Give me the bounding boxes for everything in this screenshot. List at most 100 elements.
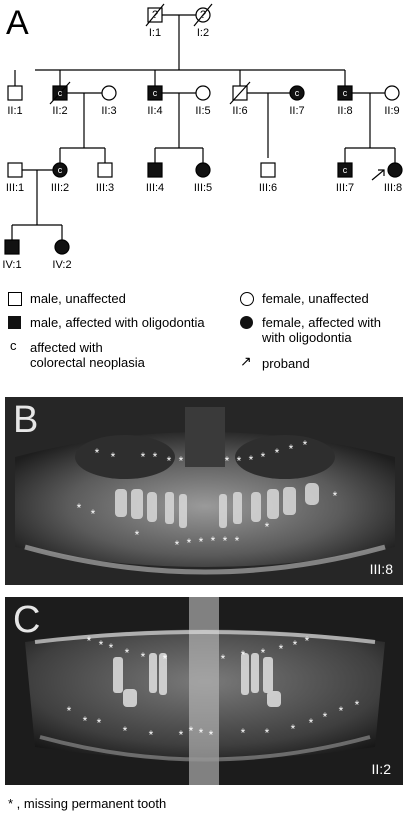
- label-II2: II:2: [52, 105, 67, 117]
- svg-text:*: *: [241, 648, 246, 662]
- svg-text:*: *: [323, 710, 328, 724]
- label-II6: II:6: [232, 105, 247, 117]
- svg-text:*: *: [333, 489, 338, 503]
- label-III6: III:6: [259, 182, 277, 194]
- c-mark-II8: c: [343, 88, 348, 98]
- pedigree-IV1-affected-male: [4, 239, 20, 255]
- pedigree-IV2-affected-female: [54, 239, 70, 255]
- pedigree-II1-male: [7, 85, 23, 101]
- label-IV1: IV:1: [2, 259, 21, 271]
- legend-proband-text: proband: [262, 356, 310, 371]
- proband-arrow: [371, 169, 385, 181]
- label-II3: II:3: [101, 105, 116, 117]
- label-I1: I:1: [149, 27, 161, 39]
- svg-text:*: *: [355, 698, 360, 712]
- label-II1: II:1: [7, 105, 22, 117]
- svg-text:*: *: [225, 454, 230, 468]
- xray-b-tag: III:8: [369, 561, 393, 577]
- svg-text:*: *: [111, 450, 116, 464]
- svg-text:*: *: [265, 520, 270, 534]
- svg-text:*: *: [221, 652, 226, 666]
- unknown-mark-I2: ?: [200, 9, 206, 21]
- c-mark-II7: c: [295, 88, 300, 98]
- xray-b-image: ** **** **** *** *** *** *** **: [5, 397, 403, 585]
- svg-text:*: *: [223, 534, 228, 548]
- label-III4: III:4: [146, 182, 164, 194]
- svg-text:*: *: [309, 716, 314, 730]
- label-II5: II:5: [195, 105, 210, 117]
- svg-text:*: *: [211, 534, 216, 548]
- legend-c-marker: c: [10, 338, 17, 353]
- xray-c-image: *** *** *** *** *** *** *** *** *** *: [5, 597, 403, 785]
- svg-text:*: *: [339, 704, 344, 718]
- footnote-missing-tooth: * , missing permanent tooth: [8, 796, 167, 811]
- xray-c-tag: II:2: [371, 761, 391, 777]
- legend-male-unaffected-symbol: [8, 292, 22, 306]
- pedigree-III3-male: [97, 162, 113, 178]
- pedigree-III1-male: [7, 162, 23, 178]
- svg-text:*: *: [179, 454, 184, 468]
- pedigree-II5-female: [195, 85, 211, 101]
- xray-panel-c: *** *** *** *** *** *** *** *** *** * C …: [5, 597, 403, 785]
- svg-text:*: *: [83, 714, 88, 728]
- label-II4: II:4: [147, 105, 162, 117]
- legend-female-affected-text-2: with oligodontia: [262, 330, 352, 345]
- svg-text:*: *: [293, 638, 298, 652]
- svg-text:*: *: [241, 726, 246, 740]
- svg-text:*: *: [163, 652, 168, 666]
- svg-text:*: *: [125, 646, 130, 660]
- pedigree-III6-male: [260, 162, 276, 178]
- pedigree-chart: ? ? c c c c c c I:1 I:2 II:1 II:2 II:3 I…: [2, 3, 403, 271]
- label-III2: III:2: [51, 182, 69, 194]
- legend-female-affected-symbol: [240, 316, 253, 329]
- svg-text:*: *: [249, 453, 254, 467]
- svg-text:*: *: [141, 650, 146, 664]
- svg-text:*: *: [95, 446, 100, 460]
- panel-a-letter: A: [6, 4, 29, 42]
- panel-c-letter: C: [13, 599, 41, 641]
- svg-text:*: *: [279, 642, 284, 656]
- label-II8: II:8: [337, 105, 352, 117]
- label-II7: II:7: [289, 105, 304, 117]
- svg-text:*: *: [289, 442, 294, 456]
- svg-text:*: *: [235, 534, 240, 548]
- svg-text:*: *: [97, 716, 102, 730]
- svg-text:*: *: [153, 450, 158, 464]
- svg-text:*: *: [91, 507, 96, 521]
- svg-text:*: *: [189, 724, 194, 738]
- c-mark-III7: c: [343, 165, 348, 175]
- svg-text:*: *: [303, 438, 308, 452]
- label-I2: I:2: [197, 27, 209, 39]
- svg-text:*: *: [261, 646, 266, 660]
- legend-proband-arrow-icon: ↗: [240, 353, 252, 369]
- panel-b-letter: B: [13, 399, 39, 441]
- label-III1: III:1: [6, 182, 24, 194]
- label-III8: III:8: [384, 182, 402, 194]
- pedigree-II9-female: [384, 85, 400, 101]
- svg-text:*: *: [265, 726, 270, 740]
- svg-text:*: *: [199, 726, 204, 740]
- legend-male-unaffected-text: male, unaffected: [30, 291, 126, 306]
- label-III3: III:3: [96, 182, 114, 194]
- legend-male-affected-text: male, affected with oligodontia: [30, 315, 205, 330]
- svg-text:*: *: [99, 638, 104, 652]
- svg-text:*: *: [123, 724, 128, 738]
- svg-text:*: *: [305, 634, 310, 648]
- label-IV2: IV:2: [52, 259, 71, 271]
- unknown-mark-I1: ?: [152, 9, 158, 21]
- svg-text:*: *: [275, 446, 280, 460]
- label-III5: III:5: [194, 182, 212, 194]
- svg-text:*: *: [179, 728, 184, 742]
- pedigree-II3-female: [101, 85, 117, 101]
- legend-colorectal-text-1: affected with: [30, 340, 103, 355]
- pedigree-III5-affected-female: [195, 162, 211, 178]
- svg-text:*: *: [261, 450, 266, 464]
- svg-text:*: *: [87, 634, 92, 648]
- svg-text:*: *: [175, 538, 180, 552]
- label-II9: II:9: [384, 105, 399, 117]
- svg-text:*: *: [109, 641, 114, 655]
- pedigree-III4-affected-male: [147, 162, 163, 178]
- xray-panel-b: ** **** **** *** *** *** *** ** B III:8: [5, 397, 403, 585]
- pedigree-III7-affected-male: [337, 162, 353, 178]
- svg-text:*: *: [199, 535, 204, 549]
